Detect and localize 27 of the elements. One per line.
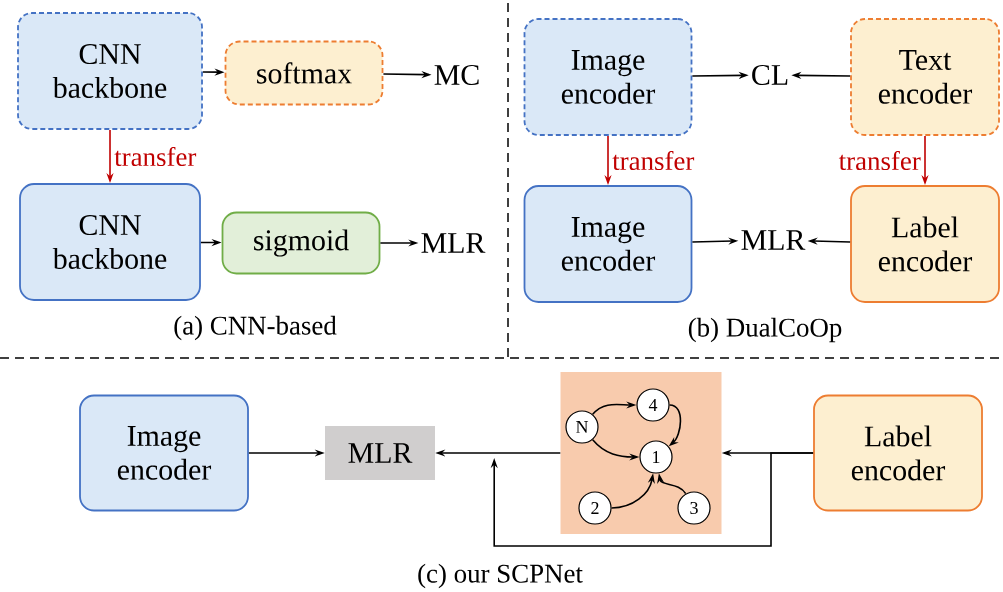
graph-node: 3 [677,491,711,525]
output-label: CL [752,64,788,86]
graph-node: 4 [636,388,670,422]
caption: (c) our SCPNet [418,563,583,589]
edge-label: transfer [611,149,696,172]
arrow [490,452,814,547]
output-box: MLR [325,426,435,480]
edge-label: transfer [837,149,922,172]
edge-label: transfer [113,145,198,168]
caption: (b) DualCoOp [688,317,842,343]
module-box: sigmoid [221,211,381,275]
module-box: Image encoder [79,394,249,512]
output-label: MLR [421,233,486,253]
module-box: CNN backbone [19,183,201,301]
module-box: Label encoder [850,185,1000,303]
module-box: Label encoder [813,394,983,512]
module-box: Text encoder [850,18,1000,136]
graph-node: N [565,410,599,444]
module-box: Image encoder [523,185,693,303]
graph-node: 2 [578,491,612,525]
output-label: MC [434,64,479,86]
module-box: Image encoder [523,18,693,136]
output-label: MLR [741,230,806,250]
graph-node: 1 [639,440,673,474]
caption: (a) CNN-based [174,315,337,341]
module-box: CNN backbone [17,12,203,130]
module-box: softmax [224,40,384,106]
